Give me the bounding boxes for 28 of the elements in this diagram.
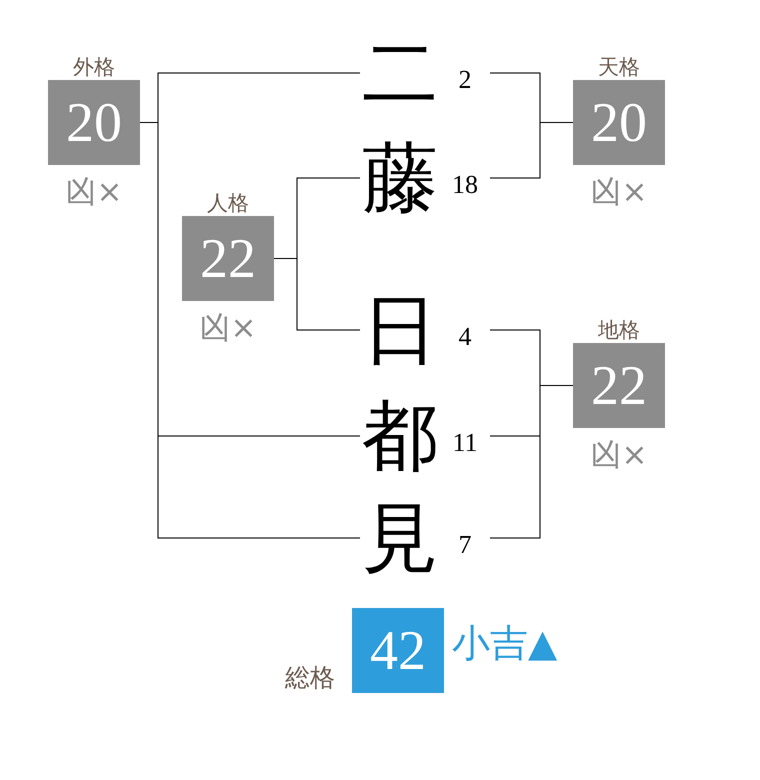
category-label: 地格 <box>598 317 640 343</box>
stroke-count: 4 <box>458 322 472 351</box>
category-label: 人格 <box>207 190 249 216</box>
name-character: 見 <box>361 496 439 580</box>
category-label: 外格 <box>73 54 115 80</box>
score-box: 22 <box>573 343 665 428</box>
fortune-label: 凶× <box>590 437 648 473</box>
connector-line <box>274 258 360 331</box>
score-box: 20 <box>573 80 665 165</box>
score-box: 42 <box>352 608 444 693</box>
name-character: 都 <box>361 394 439 478</box>
fortune-label: 凶× <box>66 174 122 210</box>
stroke-count: 18 <box>452 170 478 199</box>
stroke-count: 2 <box>458 65 472 94</box>
name-character: 日 <box>361 288 439 372</box>
connector-line <box>490 122 573 179</box>
fortune-label: 小吉▲ <box>452 622 558 664</box>
connector-line <box>490 384 573 539</box>
score-box: 22 <box>182 216 274 301</box>
fortune-label: 凶× <box>200 310 256 346</box>
name-character: 藤 <box>361 136 439 220</box>
category-label: 総格 <box>285 663 335 693</box>
name-character: 二 <box>361 31 439 115</box>
stroke-count: 7 <box>458 530 472 559</box>
fortune-label: 凶× <box>590 174 648 210</box>
category-label: 天格 <box>598 54 640 80</box>
score-box: 20 <box>48 80 140 165</box>
stroke-count: 11 <box>452 428 478 457</box>
